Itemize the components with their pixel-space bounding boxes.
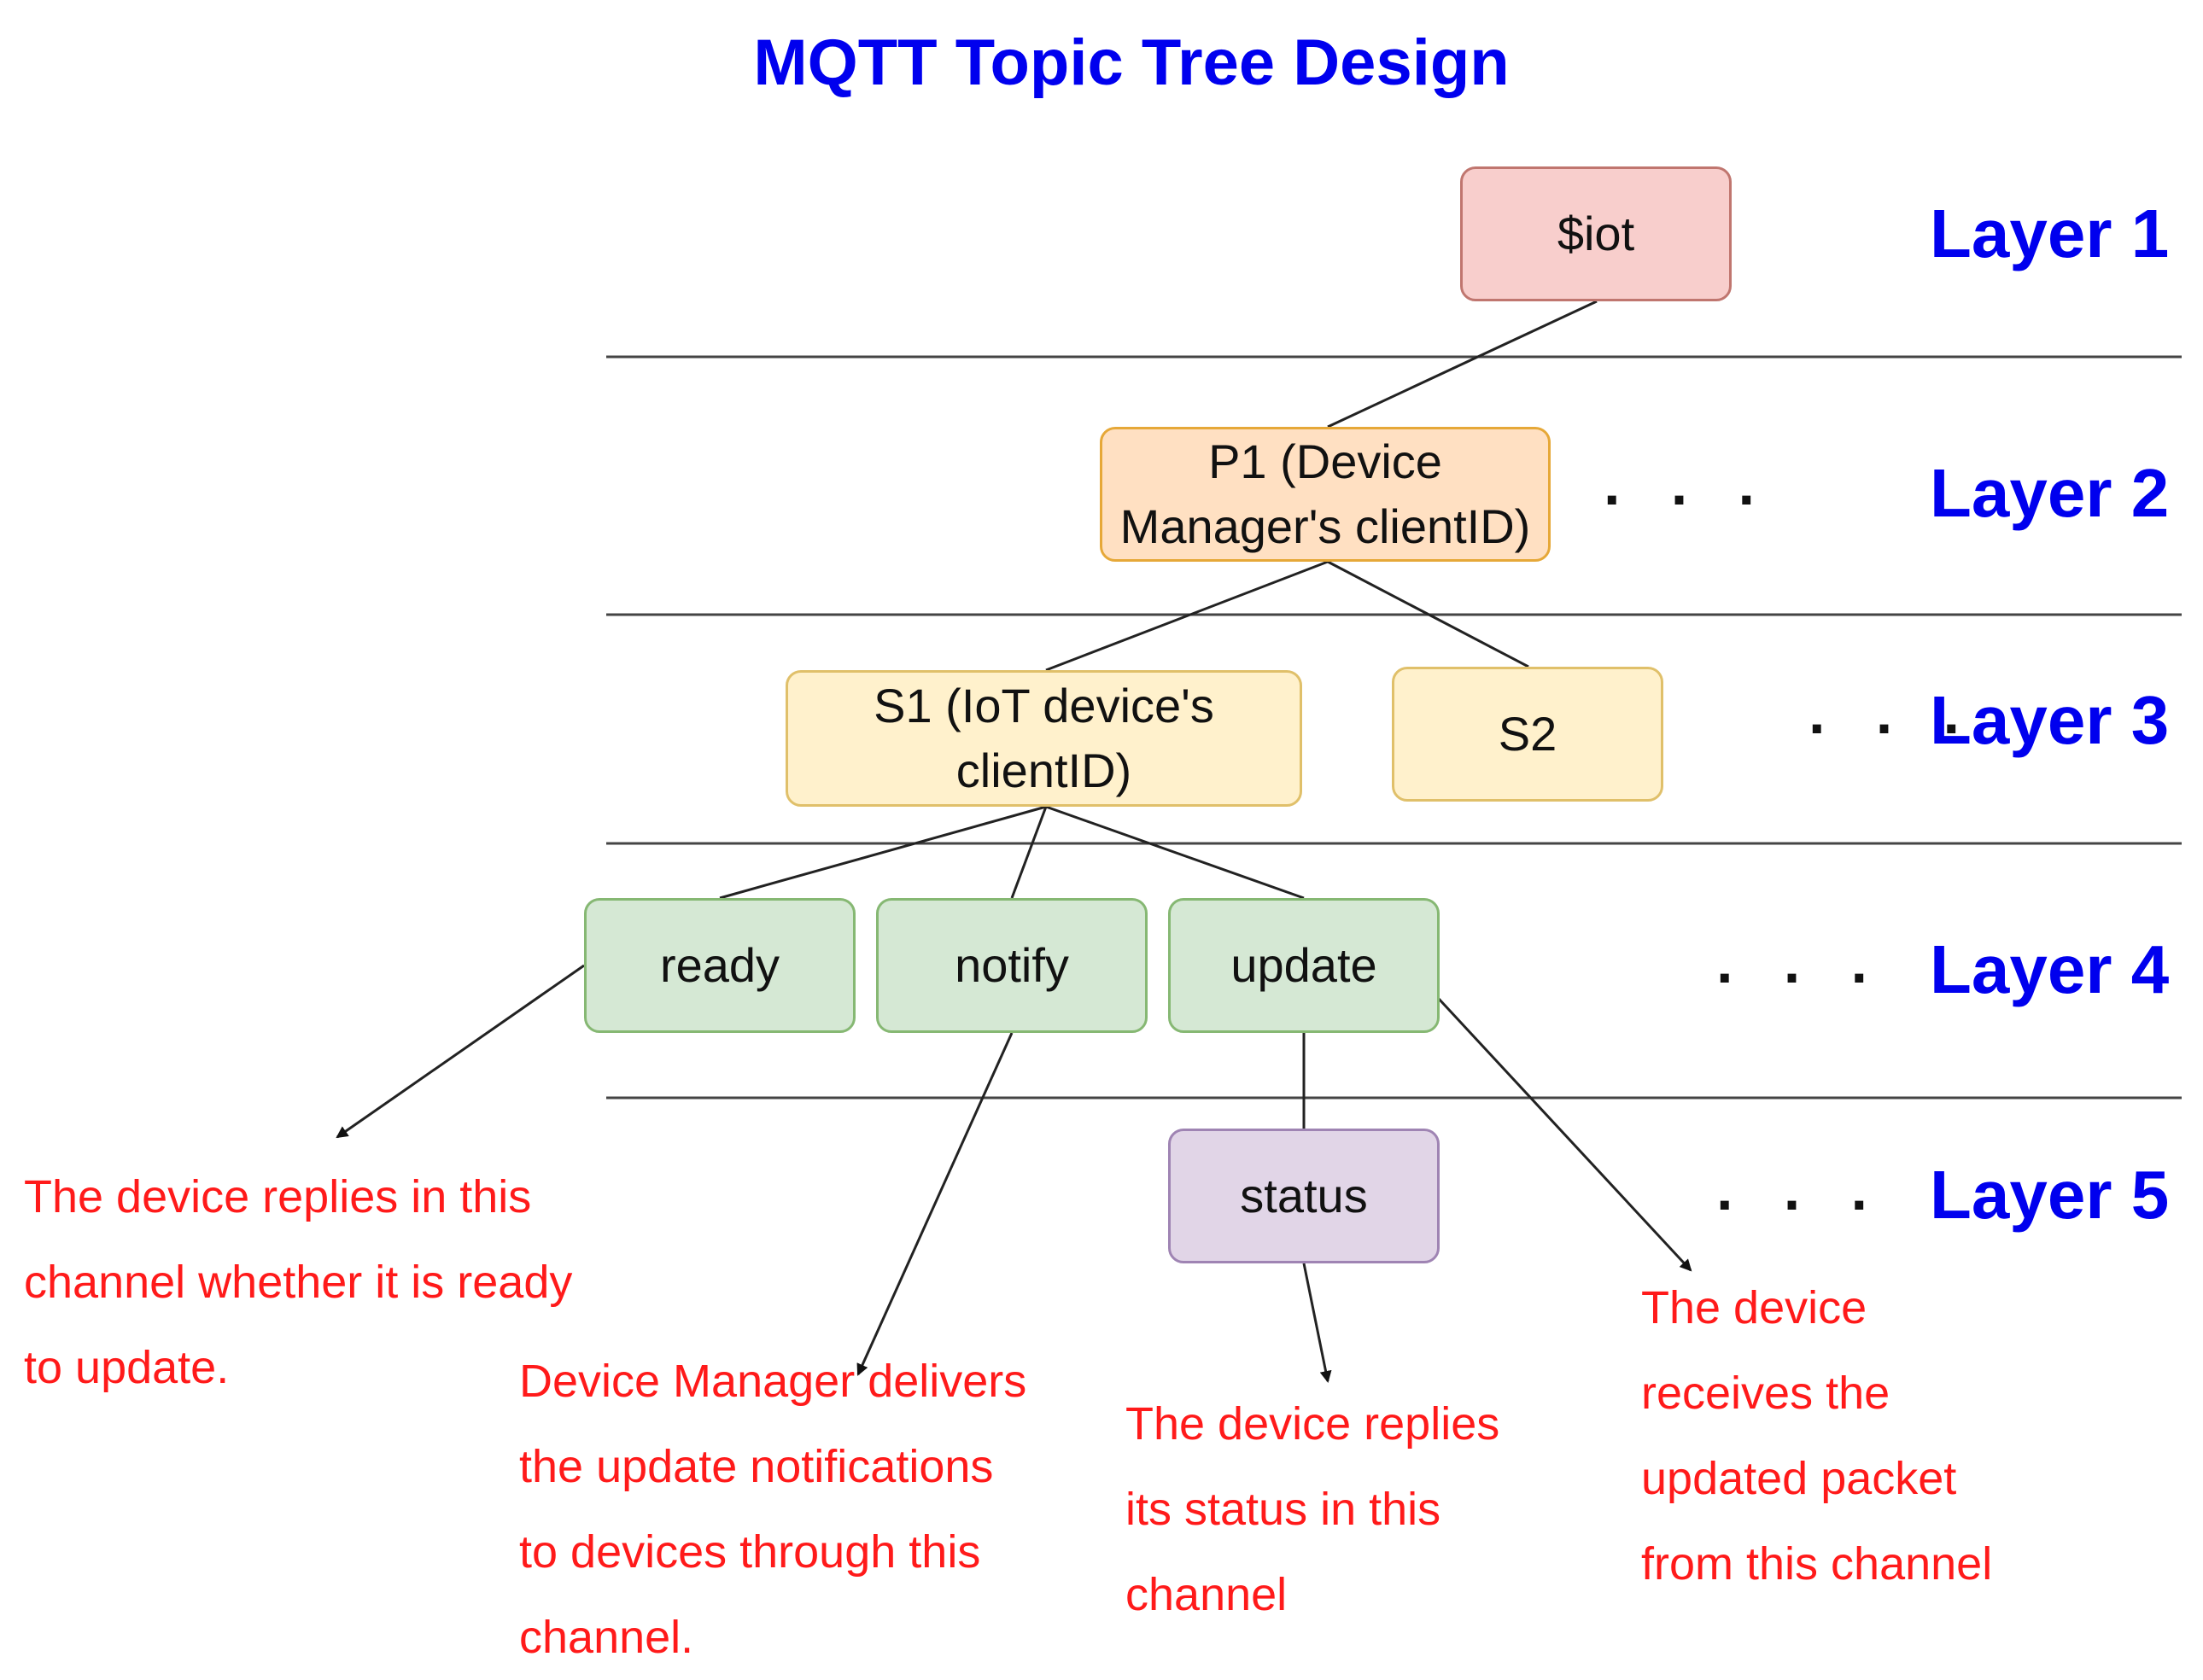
ellipsis-layer-3: · · · (1809, 695, 1978, 761)
layer-label-5: Layer 5 (1930, 1157, 2170, 1233)
arrow-status-note (1302, 1263, 1332, 1383)
node-p1: P1 (Device Manager's clientID) (1100, 427, 1551, 562)
ellipsis-layer-2: · · · (1604, 466, 1774, 533)
note-line: The device (1641, 1282, 1867, 1333)
node-s1-label: S1 (IoT device's clientID) (874, 674, 1214, 802)
edge-s1-notify (1010, 806, 1048, 899)
layer-label-1: Layer 1 (1930, 195, 2170, 271)
node-s2-label: S2 (1498, 707, 1557, 761)
node-s1-label-line: clientID) (955, 744, 1132, 797)
note-notify-channel: Device Manager delivers the update notif… (519, 1339, 1026, 1680)
note-line: channel (1125, 1569, 1288, 1620)
note-line: to devices through this (519, 1526, 981, 1578)
edge-root-p1 (1327, 300, 1598, 429)
layer-label-3: Layer 3 (1930, 682, 2170, 758)
node-p1-label: P1 (Device Manager's clientID) (1120, 429, 1531, 558)
node-ready: ready (584, 898, 856, 1033)
ellipsis-layer-5: · · · (1716, 1171, 1886, 1238)
note-line: The device replies (1125, 1398, 1500, 1450)
note-line: The device replies in this (24, 1171, 532, 1222)
node-p1-label-line: P1 (Device (1208, 435, 1442, 489)
diagram-title: MQTT Topic Tree Design (753, 26, 1510, 99)
note-line: from this channel (1641, 1538, 1993, 1590)
note-status-channel: The device replies its status in this ch… (1125, 1381, 1499, 1637)
node-s1: S1 (IoT device's clientID) (786, 670, 1302, 807)
ellipsis-layer-4: · · · (1716, 944, 1886, 1011)
node-update: update (1168, 898, 1440, 1033)
layer-label-2: Layer 2 (1930, 455, 2170, 531)
node-update-label: update (1230, 938, 1377, 993)
note-line: channel. (519, 1612, 694, 1663)
arrow-ready-note (336, 964, 585, 1139)
edge-s1-ready (719, 805, 1047, 900)
note-line: the update notifications (519, 1441, 994, 1492)
note-line: to update. (24, 1342, 230, 1393)
node-root-label: $iot (1557, 207, 1635, 261)
note-line: receives the (1641, 1368, 1890, 1419)
node-s1-label-line: S1 (IoT device's (874, 679, 1214, 733)
node-p1-label-line: Manager's clientID) (1119, 499, 1531, 553)
edge-p1-s2 (1327, 560, 1529, 668)
note-ready-channel: The device replies in this channel wheth… (24, 1154, 572, 1410)
node-notify: notify (876, 898, 1148, 1033)
arrow-notify-note (856, 1032, 1014, 1376)
node-notify-label: notify (955, 938, 1069, 993)
note-line: channel whether it is ready (24, 1257, 573, 1308)
node-ready-label: ready (659, 938, 780, 993)
note-line: its status in this (1125, 1484, 1441, 1535)
edge-p1-s1 (1045, 560, 1329, 672)
node-status: status (1168, 1129, 1440, 1263)
node-status-label: status (1240, 1169, 1368, 1223)
node-root-iot: $iot (1460, 166, 1732, 301)
arrow-update-note (1437, 997, 1692, 1272)
note-update-channel: The device receives the updated packet f… (1641, 1265, 1992, 1607)
note-line: Device Manager delivers (519, 1356, 1027, 1407)
note-line: updated packet (1641, 1453, 1957, 1504)
node-s2: S2 (1392, 667, 1663, 802)
edge-s1-update (1045, 805, 1305, 900)
layer-label-4: Layer 4 (1930, 931, 2170, 1007)
